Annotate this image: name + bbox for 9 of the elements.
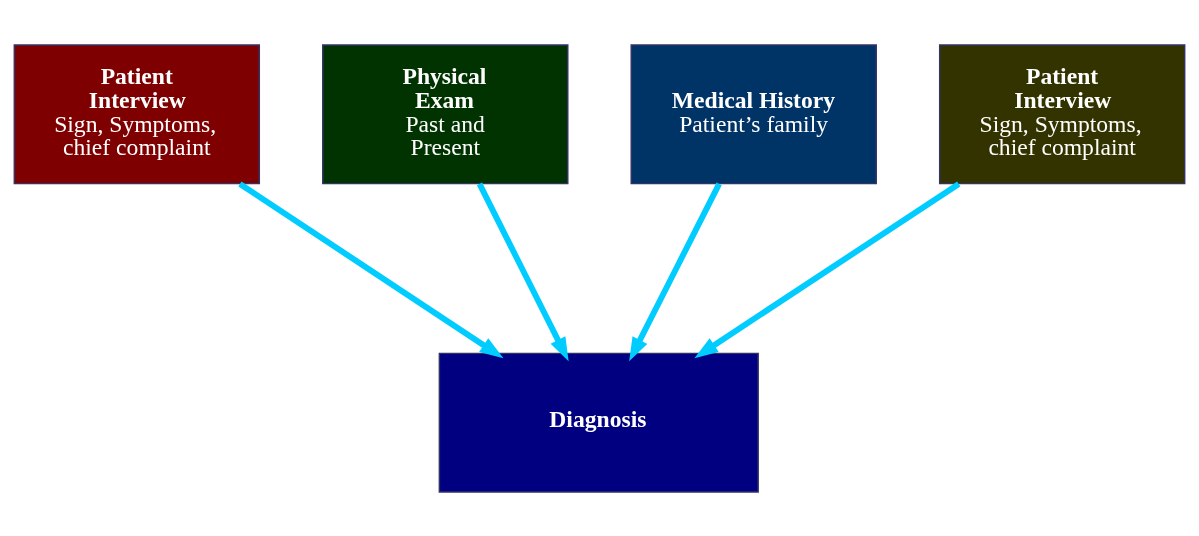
node-box: Patient Interview Sign, Symptoms, chief complaint [13,43,261,184]
node-box: Diagnosis [438,352,759,493]
arrow [629,182,722,361]
arrow [694,180,961,358]
arrow [476,182,569,361]
node-box: Medical History Patient’s family [630,43,877,184]
node-box: Physical Exam Past and Present [322,43,569,184]
arrow [238,180,504,358]
node-box: Patient Interview Sign, Symptoms, chief complaint [938,43,1186,184]
